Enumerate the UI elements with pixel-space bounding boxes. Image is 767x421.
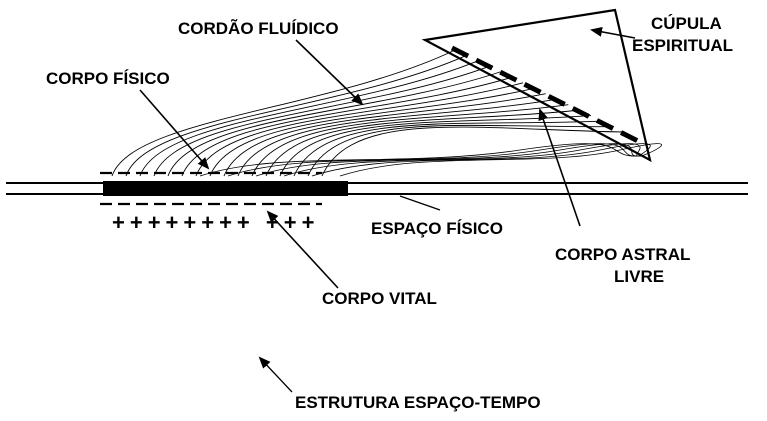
fluidic-cord-line	[265, 109, 580, 177]
label-corpo-astral-line2: LIVRE	[614, 267, 665, 286]
fluidic-cord-line	[307, 124, 614, 177]
label-corpo-vital: CORPO VITAL	[322, 289, 437, 308]
arrow-cupula	[590, 26, 636, 39]
label-cordao-fluidico: CORDÃO FLUÍDICO	[178, 19, 339, 38]
fluidic-cord-strand	[283, 143, 641, 177]
fluidic-cord-strand	[227, 143, 641, 177]
fluidic-cord-line	[181, 76, 512, 177]
fluidic-cord-line	[153, 65, 490, 177]
fluidic-cord-line	[209, 87, 535, 177]
fluidic-cord-line	[167, 71, 501, 177]
arrow-espaco-fisico	[399, 195, 441, 211]
arrow-corpo-astral	[538, 108, 581, 227]
fluidic-cord-strand	[311, 143, 651, 177]
fluidic-cord-line	[237, 98, 558, 177]
physical-body-bar	[103, 181, 348, 196]
spiritual-dome-triangle	[421, 8, 652, 163]
arrow-estrutura	[258, 356, 293, 393]
label-corpo-fisico: CORPO FÍSICO	[46, 69, 170, 88]
fluidic-cord-line	[293, 120, 603, 177]
fluidic-cord-line	[195, 82, 524, 177]
label-estrutura-espaco-tempo: ESTRUTURA ESPAÇO-TEMPO	[295, 393, 541, 412]
fluidic-cord-line	[321, 126, 626, 177]
arrow-cordao	[295, 39, 364, 106]
fluidic-cord-line	[223, 93, 546, 177]
label-cupula-line1: CÚPULA	[651, 14, 722, 33]
fluidic-cord-line	[139, 60, 478, 177]
fluidic-cord-strand	[255, 143, 641, 177]
arrow-corpo-fisico	[139, 89, 210, 170]
label-espaco-fisico: ESPAÇO FÍSICO	[371, 219, 503, 238]
fluidic-cord-strand	[339, 143, 662, 177]
fluidic-cord-line	[279, 115, 592, 177]
arrow-corpo-vital	[266, 210, 339, 289]
fluidic-cord-line	[251, 104, 569, 177]
vital-body-plus-marks: ++++++++ +++	[112, 210, 320, 235]
label-corpo-astral-line1: CORPO ASTRAL	[555, 245, 691, 264]
label-cupula-line2: ESPIRITUAL	[632, 36, 734, 55]
fluidic-cord-lines	[111, 49, 662, 177]
fluidic-cord-line	[125, 55, 467, 177]
fluidic-cord-line	[111, 49, 456, 177]
